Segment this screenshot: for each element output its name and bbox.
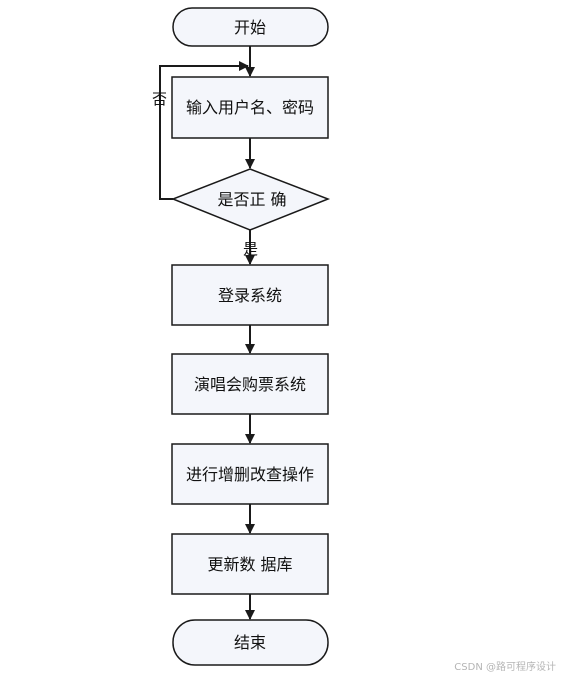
watermark: CSDN @路可程序设计	[454, 662, 556, 673]
node-start: 开始	[172, 7, 329, 47]
node-end: 结束	[172, 619, 329, 666]
node-end-label: 结束	[234, 633, 266, 652]
node-crud: 进行增删改查操作	[171, 443, 329, 505]
node-ticket-system: 演唱会购票系统	[171, 353, 329, 415]
node-ticket-system-label: 演唱会购票系统	[194, 375, 306, 394]
edge-decision-no-loop	[159, 61, 249, 200]
edges	[159, 46, 255, 620]
node-input-label: 输入用户名、密码	[186, 98, 314, 117]
node-crud-label: 进行增删改查操作	[186, 465, 314, 484]
node-update-db: 更新数 据库	[171, 533, 329, 595]
node-input: 输入用户名、密码	[171, 76, 329, 139]
node-start-label: 开始	[234, 18, 266, 37]
node-update-db-label: 更新数 据库	[207, 555, 292, 574]
node-decision-label: 是否正 确	[217, 190, 286, 209]
node-login: 登录系统	[171, 264, 329, 326]
label-no: 否	[152, 90, 167, 108]
label-yes: 是	[243, 240, 258, 258]
node-login-label: 登录系统	[218, 286, 282, 305]
node-decision: 是否正 确	[170, 168, 331, 231]
